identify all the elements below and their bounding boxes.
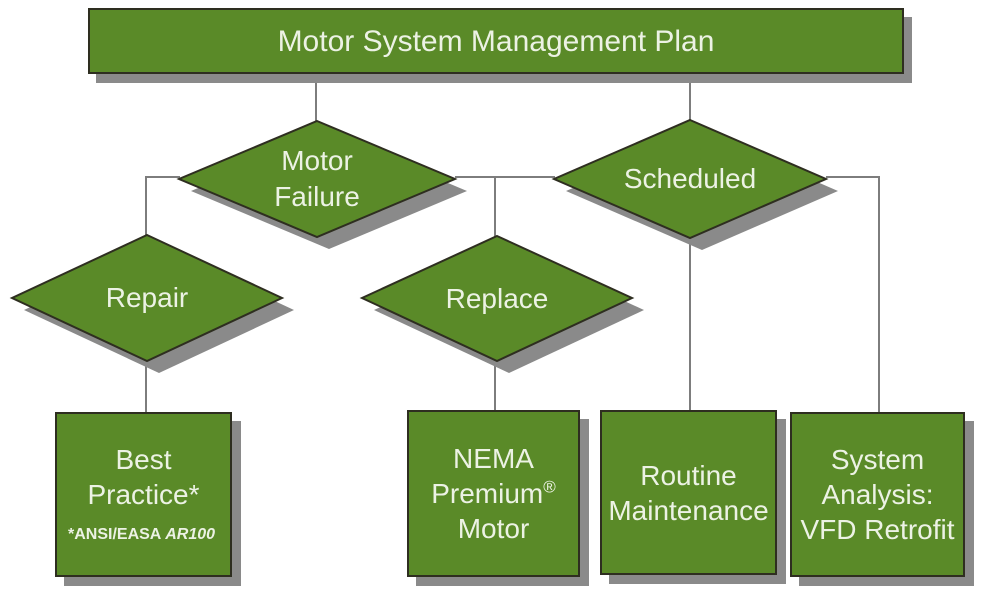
node-label-line1: System (830, 444, 925, 475)
connector-scheduled-to-system-horizontal (826, 176, 880, 178)
node-label-line3: VFD Retrofit (800, 514, 955, 545)
node-scheduled: Scheduled (551, 118, 838, 250)
diamond-shape (9, 233, 294, 373)
node-routine-maintenance: Routine Maintenance (600, 410, 777, 575)
diamond-shape (176, 119, 467, 249)
node-motor-system-management-plan: Motor System Management Plan (88, 8, 904, 74)
node-label-line2: Premium® (431, 476, 556, 511)
diamond-fill (176, 119, 458, 239)
connector-replace-to-nema (494, 361, 496, 412)
node-best-practice: Best Practice* *ANSI/EASA AR100 (55, 412, 232, 577)
connector-repair-to-best-practice (145, 361, 147, 414)
footnote-ansi-easa: *ANSI/EASA AR100 (57, 525, 215, 545)
node-nema-premium-motor: NEMA Premium® Motor (407, 410, 580, 577)
node-label-line3: Motor (457, 513, 530, 544)
node-label-line2: Practice* (87, 479, 200, 510)
node-replace: Replace (359, 234, 644, 373)
connector-title-to-motor-failure (315, 74, 317, 122)
node-label-line2-text: Premium (431, 478, 544, 509)
diamond-fill (551, 118, 829, 240)
node-label-line2: Failure (274, 181, 360, 212)
connector-motor-failure-to-repair-horizontal (145, 176, 180, 178)
diamond-shape (551, 118, 838, 250)
node-label-line2: Maintenance (608, 494, 769, 526)
node-label-group: Replace (360, 235, 634, 362)
connector-motor-failure-to-repair-vertical (145, 176, 147, 238)
node-label-line1: Best (115, 444, 172, 475)
node-label: Scheduled (623, 163, 757, 194)
connector-title-to-scheduled (689, 74, 691, 122)
connector-scheduled-to-routine (689, 239, 691, 414)
diamond-fill (9, 233, 285, 363)
diamond-shape (359, 234, 644, 373)
node-system-analysis-vfd-retrofit: System Analysis: VFD Retrofit (790, 412, 965, 577)
node-label-group: Scheduled (552, 119, 828, 239)
node-label: Motor System Management Plan (277, 24, 715, 58)
footnote-prefix: *ANSI/EASA (68, 526, 166, 543)
node-label-line1: Routine (640, 459, 737, 491)
connector-motor-failure-to-scheduled (455, 176, 555, 178)
node-label: Replace (445, 282, 549, 314)
node-label: Repair (105, 282, 189, 313)
node-label-line2: Analysis: (821, 479, 934, 510)
node-label-group: Motor Failure (177, 120, 457, 238)
connector-scheduled-to-system-vertical (878, 176, 880, 416)
node-label-line1: NEMA (453, 443, 534, 474)
node-motor-failure: Motor Failure (176, 119, 467, 249)
registered-trademark-symbol: ® (543, 477, 556, 497)
node-repair: Repair (9, 233, 294, 373)
diamond-fill (359, 234, 635, 363)
node-label-group: Repair (10, 234, 284, 362)
node-label-line1: Motor (281, 145, 353, 176)
footnote-standard: AR100 (165, 526, 216, 543)
connector-to-replace-vertical (494, 176, 496, 239)
